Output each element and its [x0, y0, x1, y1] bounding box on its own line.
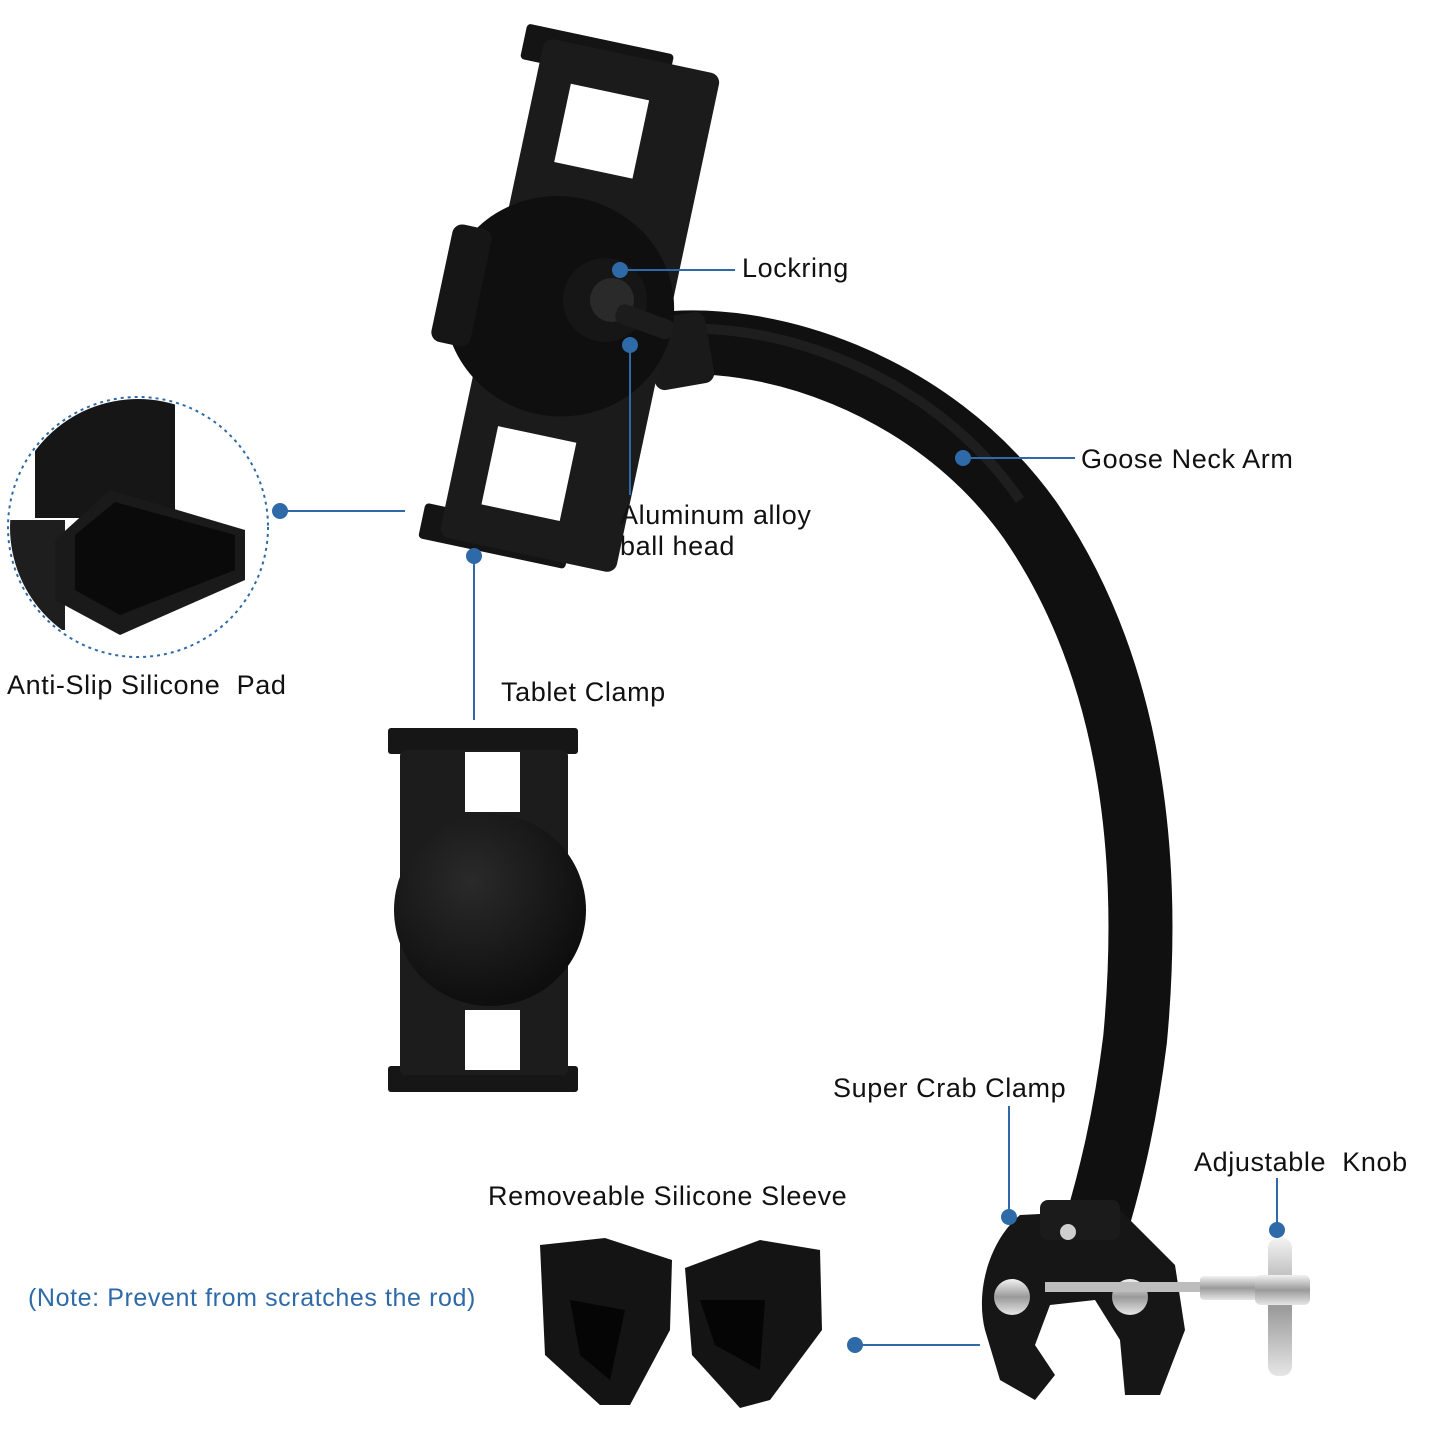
note-text: (Note: Prevent from scratches the rod)	[28, 1284, 476, 1312]
lockring-icon	[563, 258, 675, 342]
tablet-holder-icon	[418, 24, 720, 572]
tablet-clamp-front-icon	[388, 728, 586, 1092]
callout-lockring	[612, 262, 735, 278]
label-anti-slip-pad: Anti-Slip Silicone Pad	[7, 670, 287, 700]
silicone-sleeve-icon	[540, 1238, 822, 1408]
callout-ball-head	[622, 337, 638, 495]
callout-anti-slip	[272, 503, 405, 519]
label-lockring: Lockring	[742, 253, 849, 283]
crab-clamp-icon	[981, 1200, 1205, 1400]
label-tablet-clamp: Tablet Clamp	[501, 677, 666, 707]
label-silicone-sleeve: Removeable Silicone Sleeve	[488, 1181, 848, 1211]
knob-icon	[1200, 1238, 1310, 1376]
callout-sleeve	[847, 1337, 980, 1353]
label-super-crab-clamp: Super Crab Clamp	[833, 1073, 1067, 1103]
label-goose-neck-arm: Goose Neck Arm	[1081, 444, 1294, 474]
label-ball-head-line1: Aluminum alloy	[620, 500, 812, 530]
label-ball-head-line2: ball head	[620, 531, 735, 561]
callout-goose-neck	[955, 450, 1075, 466]
callout-crab-clamp	[1001, 1106, 1017, 1225]
callout-knob	[1269, 1178, 1285, 1238]
label-adjustable-knob: Adjustable Knob	[1194, 1147, 1408, 1177]
anti-slip-pad-detail	[7, 396, 269, 658]
callout-tablet-clamp	[466, 548, 482, 720]
